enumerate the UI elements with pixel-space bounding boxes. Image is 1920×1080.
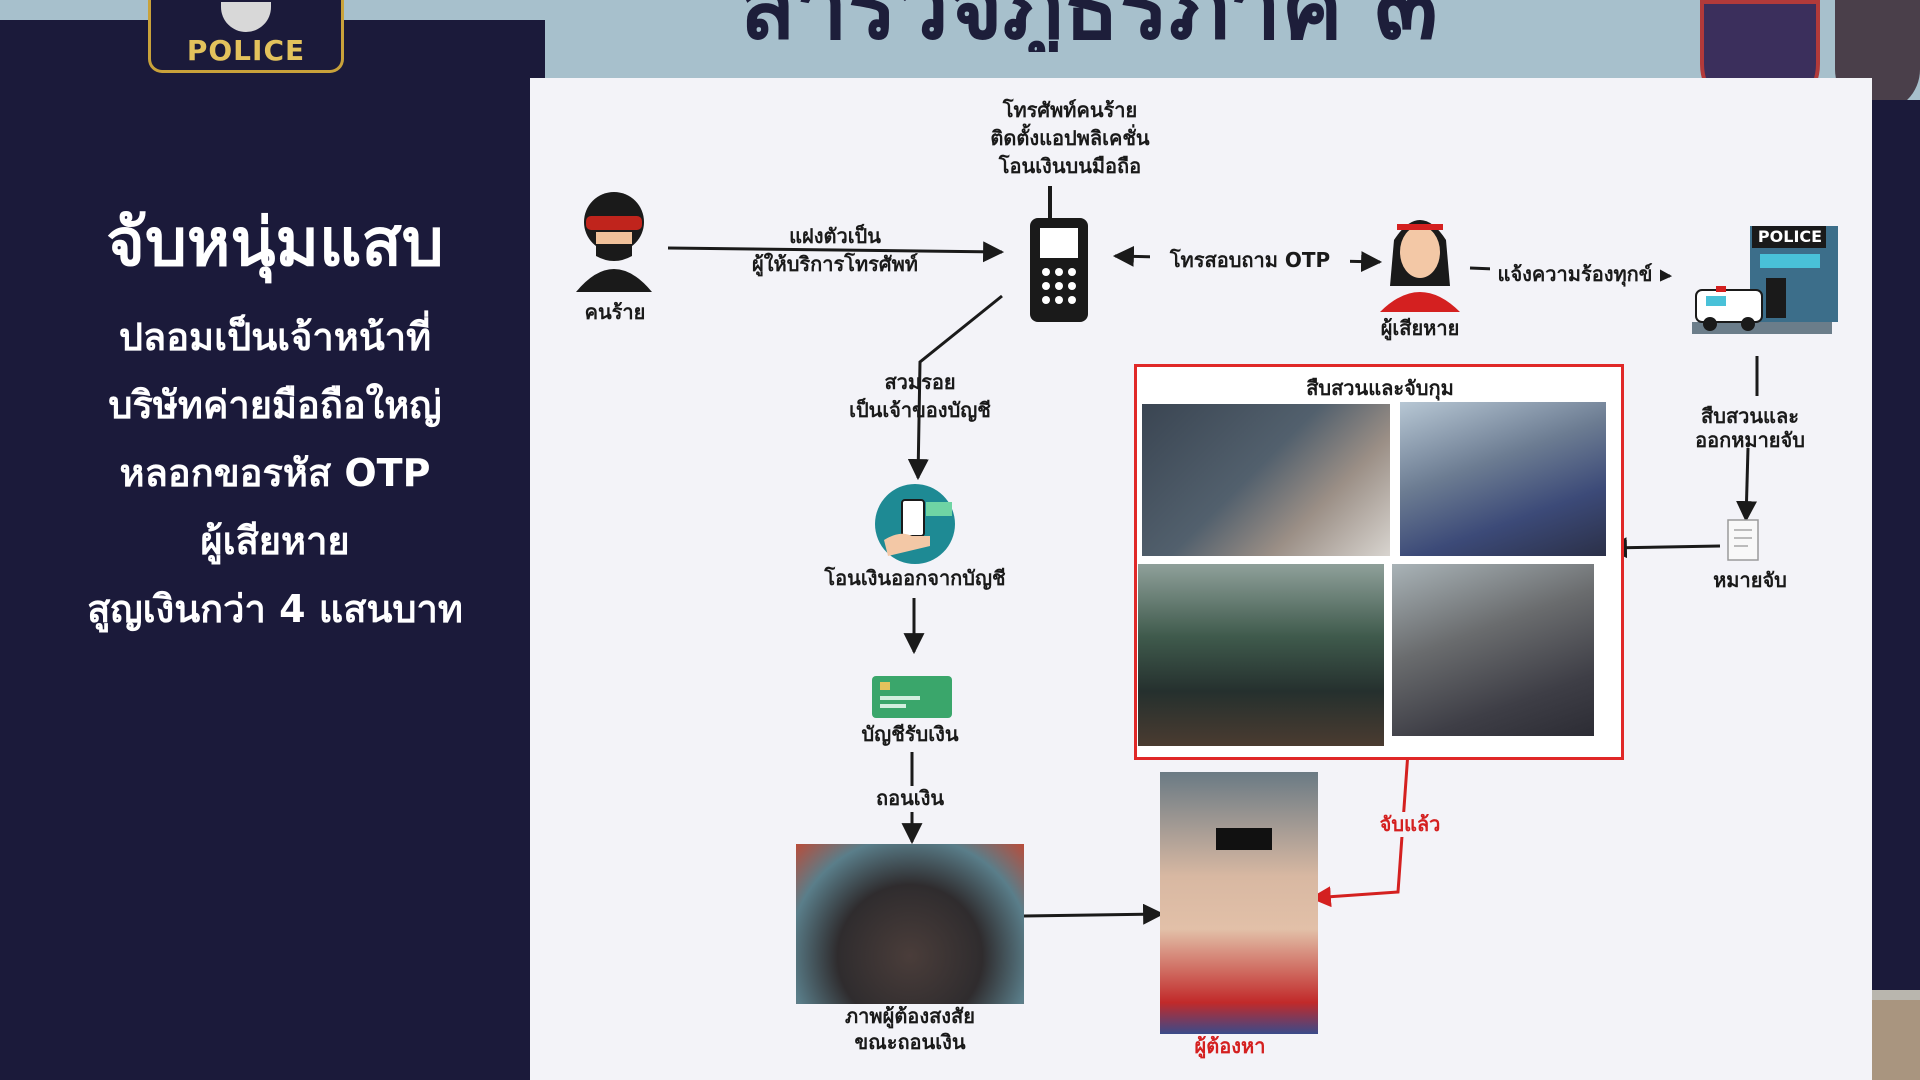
investigate-arrest-title: สืบสวนและจับกุม <box>1306 376 1454 400</box>
face-blur-bar <box>1216 828 1272 850</box>
headline: จับหนุ่มแสบ <box>106 204 444 281</box>
arrow-photo-to-suspect <box>1023 903 1165 925</box>
banner-right-edge <box>1872 100 1920 990</box>
arrested-suspect-photo <box>1160 772 1318 1034</box>
arrow-arrest-to-suspect <box>1309 751 1410 908</box>
arrow-criminal-to-phone <box>667 241 1005 263</box>
warrant-document-icon <box>1727 519 1759 561</box>
transfer-label: โอนเงินออกจากบัญชี <box>824 566 1006 590</box>
pretend-label-line-1: แฝงตัวเป็น <box>789 224 881 248</box>
impersonate-label-line-2: เป็นเจ้าของบัญชี <box>849 398 991 422</box>
arrow-warrant-to-arrest <box>1605 537 1721 559</box>
warrant-label: หมายจับ <box>1713 568 1787 592</box>
headline-line-3: หลอกขอรหัส OTP <box>119 451 431 495</box>
mobile-phone-icon <box>1030 186 1088 322</box>
criminal-icon <box>576 192 652 292</box>
bank-card-icon <box>872 676 952 718</box>
report-label: แจ้งความร้องทุกข์ <box>1490 262 1660 287</box>
criminal-label: คนร้าย <box>584 300 646 324</box>
suspect-photo-caption-line-2: ขณะถอนเงิน <box>854 1030 966 1054</box>
headline-line-4: ผู้เสียหาย <box>200 519 350 563</box>
arrow-phone-to-transfer <box>907 294 1003 481</box>
withdraw-label: ถอนเงิน <box>850 786 970 811</box>
suspect-withdrawing-photo <box>796 844 1024 1004</box>
investigate-warrant-line-2: ออกหมายจับ <box>1695 428 1805 452</box>
police-sign-text: POLICE <box>1757 227 1823 246</box>
phone-title-line-3: โอนเงินบนมือถือ <box>998 154 1142 178</box>
phone-title-line-2: ติดตั้งแอปพลิเคชั่น <box>990 126 1150 150</box>
suspect-photo-caption-line-1: ภาพผู้ต้องสงสัย <box>845 1004 975 1028</box>
receive-account-label: บัญชีรับเงิน <box>861 722 959 746</box>
investigate-warrant-line-1: สืบสวนและ <box>1701 404 1799 428</box>
headline-line-2: บริษัทค่ายมือถือใหญ่ <box>108 383 442 427</box>
police-badge-text: POLICE <box>186 34 306 67</box>
victim-icon <box>1380 220 1460 312</box>
arrow-to-warrant <box>1736 447 1758 523</box>
headline-line-1: ปลอมเป็นเจ้าหน้าที่ <box>118 315 432 359</box>
otp-call-label: โทรสอบถาม OTP <box>1150 248 1350 273</box>
impersonate-label-line-1: สวมรอย <box>884 370 956 394</box>
police-badge: POLICE <box>148 0 344 73</box>
arrest-photo-3 <box>1138 564 1384 746</box>
arrest-photo-1 <box>1142 404 1390 556</box>
phone-title-line-1: โทรศัพท์คนร้าย <box>1002 98 1138 122</box>
arrest-photo-4 <box>1392 564 1594 736</box>
headline-line-5: สูญเงินกว่า 4 แสนบาท <box>87 587 463 631</box>
money-transfer-icon <box>875 484 955 564</box>
banner-title: สำรวจภูธรภาค ๓ <box>740 0 1560 52</box>
pretend-label-line-2: ผู้ให้บริการโทรศัพท์ <box>752 252 918 276</box>
arrested-label: จับแล้ว <box>1360 812 1460 837</box>
police-station-icon <box>1692 226 1838 334</box>
victim-label: ผู้เสียหาย <box>1380 316 1460 340</box>
arrest-photo-2 <box>1400 402 1606 556</box>
left-panel <box>0 20 545 1080</box>
suspect-label: ผู้ต้องหา <box>1194 1034 1266 1058</box>
